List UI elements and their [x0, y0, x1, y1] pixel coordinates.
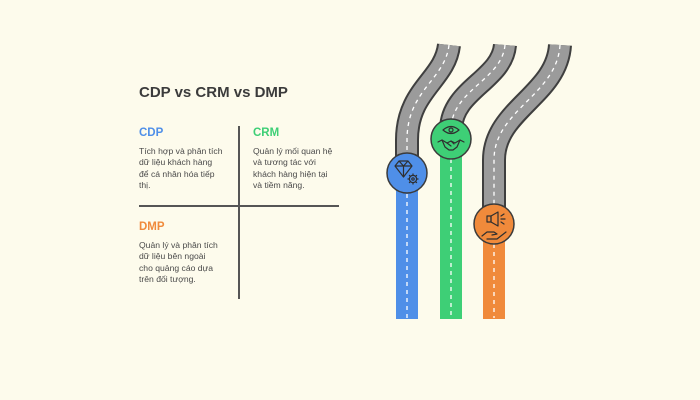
cdp-description-line: dữ liệu khách hàng [139, 157, 213, 168]
cdp-description-line: Tích hợp và phân tích [139, 146, 223, 156]
cdp-marker [386, 152, 428, 194]
crm-block: CRM Quản lý mối quan hệ và tương tác với… [253, 127, 341, 192]
crm-description-line: Quản lý mối quan hệ [253, 146, 333, 156]
cdp-block: CDP Tích hợp và phân tích dữ liệu khách … [139, 127, 231, 192]
megaphone-hand-icon [481, 211, 507, 240]
cdp-description: Tích hợp và phân tích dữ liệu khách hàng… [139, 146, 231, 192]
dmp-road [482, 43, 572, 319]
crm-description-line: và tương tác với [253, 157, 316, 168]
dmp-description-line: Quản lý và phân tích [139, 240, 218, 250]
quadrant-divider-vertical [238, 126, 240, 299]
dmp-marker [473, 203, 515, 245]
dmp-block: DMP Quản lý và phân tích dữ liệu bên ngo… [139, 221, 231, 286]
cdp-heading: CDP [139, 127, 164, 139]
crm-description-line: và tiềm năng. [253, 180, 305, 191]
crm-description-line: khách hàng hiện tại [253, 168, 328, 179]
diagram-title: CDP vs CRM vs DMP [139, 84, 288, 101]
cdp-road [395, 42, 461, 319]
cdp-description-line: để cá nhân hóa tiếp [139, 168, 215, 179]
crm-marker [430, 118, 472, 160]
dmp-description-line: dữ liệu bên ngoài [139, 251, 206, 262]
cdp-description-line: thị. [139, 180, 151, 191]
dmp-heading: DMP [139, 221, 165, 233]
dmp-description-line: cho quảng cáo dựa [139, 262, 214, 273]
quadrant-divider-horizontal [139, 205, 339, 207]
dmp-description: Quản lý và phân tích dữ liệu bên ngoài c… [139, 240, 231, 286]
eye-handshake-icon [437, 125, 465, 151]
crm-heading: CRM [253, 127, 280, 139]
cdp-road-segment [396, 174, 418, 319]
diamond-gear-icon [394, 160, 419, 185]
crm-description: Quản lý mối quan hệ và tương tác với khá… [253, 146, 341, 192]
dmp-description-line: trên đối tượng. [139, 274, 196, 285]
crm-road-segment [440, 139, 462, 319]
